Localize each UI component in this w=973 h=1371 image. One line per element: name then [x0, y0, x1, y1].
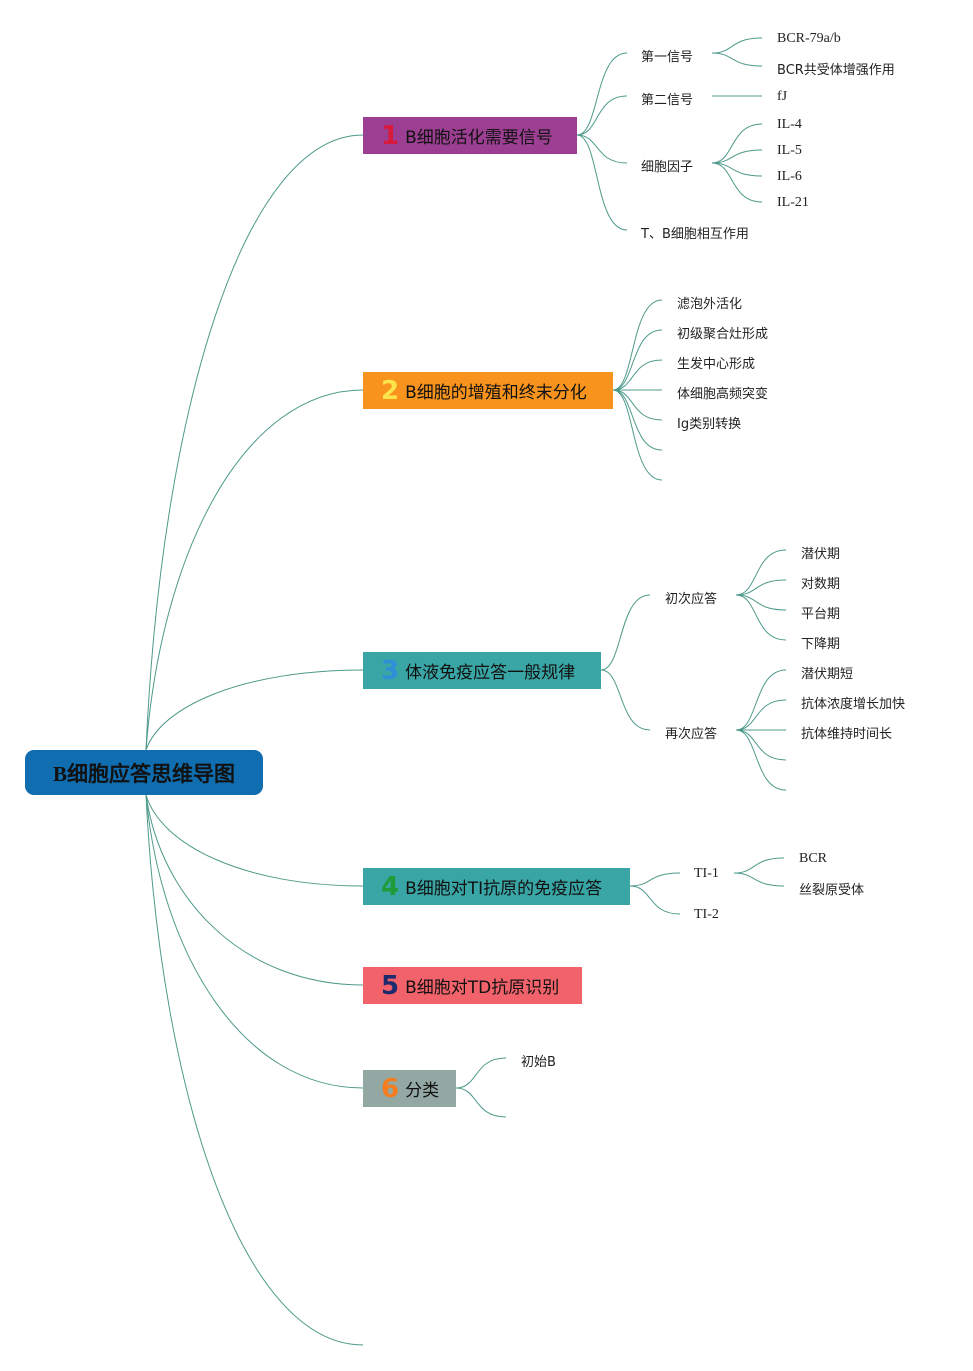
root-link-6	[145, 794, 364, 1089]
branch-5-topic[interactable]: 5 B细胞对TD抗原识别	[363, 967, 582, 1004]
tb-interaction-topic[interactable]: T、B细胞相互作用	[641, 227, 749, 242]
b4-link-ti1	[629, 872, 681, 887]
branch-3-label: 体液免疫应答一般规律	[405, 663, 576, 683]
b2-link-1	[612, 329, 663, 391]
branch-1-label: B细胞活化需要信号	[405, 128, 553, 148]
b3-secondary-link-3	[735, 729, 787, 761]
primary-response-topic[interactable]: 初次应答	[665, 592, 718, 607]
b3-secondary-link-0	[735, 669, 787, 731]
branch-1-topic[interactable]: 1 B细胞活化需要信号	[363, 117, 577, 154]
faster-increase-topic[interactable]: 抗体浓度增长加快	[801, 697, 906, 712]
b1-link-signal1	[576, 52, 628, 136]
b1-link-il21	[711, 162, 763, 203]
root-link-3	[145, 669, 364, 751]
b3-secondary-link-4	[735, 729, 787, 791]
lag-phase-topic[interactable]: 潜伏期	[801, 547, 841, 562]
longer-duration-topic[interactable]: 抗体维持时间长	[801, 727, 893, 742]
naive-b-topic[interactable]: 初始B	[521, 1055, 556, 1070]
bcr-topic[interactable]: BCR	[799, 851, 828, 866]
ti-2-topic[interactable]: TI-2	[694, 907, 719, 922]
b3-secondary-link-1	[735, 699, 787, 731]
branch-5-label: B细胞对TD抗原识别	[405, 978, 560, 998]
b3-primary-link-0	[735, 549, 787, 596]
decline-phase-topic[interactable]: 下降期	[801, 637, 841, 652]
b3-link-primary	[600, 594, 651, 671]
short-lag-topic[interactable]: 潜伏期短	[801, 667, 854, 682]
branch-6-label: 分类	[405, 1081, 440, 1101]
branch-5-number: 5	[381, 970, 400, 1001]
root-link-4	[145, 794, 364, 887]
b3-primary-link-3	[735, 594, 787, 641]
fj-topic[interactable]: fJ	[777, 89, 788, 104]
b2-link-2	[612, 359, 663, 391]
signal-2-topic[interactable]: 第二信号	[641, 93, 694, 108]
il-4-topic[interactable]: IL-4	[777, 117, 802, 132]
b1-link-bcr79	[711, 37, 763, 54]
root-topic-label: B细胞应答思维导图	[52, 761, 235, 786]
branch-4-label: B细胞对TI抗原的免疫应答	[405, 879, 603, 899]
root-link-5	[145, 794, 364, 986]
b1-link-il6	[711, 162, 763, 177]
b2-link-4	[612, 389, 663, 421]
b3-primary-link-2	[735, 594, 787, 611]
b3-primary-link-1	[735, 579, 787, 596]
extrafollicular-topic[interactable]: 滤泡外活化	[677, 297, 743, 312]
b4-link-mitogen	[733, 872, 785, 887]
somatic-hypermutation-topic[interactable]: 体细胞高频突变	[677, 387, 769, 402]
secondary-response-topic[interactable]: 再次应答	[665, 727, 718, 742]
plateau-phase-topic[interactable]: 平台期	[801, 607, 841, 622]
b1-link-tb	[576, 134, 628, 231]
branch-6-number: 6	[381, 1073, 400, 1104]
root-link-2	[145, 389, 364, 751]
b2-link-5	[612, 389, 663, 451]
b2-link-0	[612, 299, 663, 391]
root-topic[interactable]: B细胞应答思维导图	[25, 750, 263, 795]
branch-3-topic[interactable]: 3 体液免疫应答一般规律	[363, 652, 601, 689]
b4-link-ti2	[629, 885, 681, 915]
branch-2-label: B细胞的增殖和终末分化	[405, 383, 587, 403]
il-6-topic[interactable]: IL-6	[777, 169, 802, 184]
b3-link-secondary	[600, 669, 651, 731]
b2-link-6	[612, 389, 663, 481]
il-21-topic[interactable]: IL-21	[777, 195, 809, 210]
root-link-1	[145, 134, 364, 751]
b1-link-coreceptor	[711, 52, 763, 67]
germinal-center-topic[interactable]: 生发中心形成	[677, 357, 756, 372]
ti-1-topic[interactable]: TI-1	[694, 866, 719, 881]
branch-3-number: 3	[381, 655, 400, 686]
primary-focus-topic[interactable]: 初级聚合灶形成	[677, 327, 769, 342]
branch-4-number: 4	[381, 871, 400, 902]
branch-4-topic[interactable]: 4 B细胞对TI抗原的免疫应答	[363, 868, 630, 905]
signal-1-topic[interactable]: 第一信号	[641, 50, 694, 65]
mitogen-receptor-topic[interactable]: 丝裂原受体	[799, 883, 865, 898]
log-phase-topic[interactable]: 对数期	[801, 577, 841, 592]
b4-link-bcr	[733, 857, 785, 874]
root-link-7	[145, 794, 364, 1346]
b1-link-cytokine	[576, 134, 628, 164]
bcr-coreceptor-topic[interactable]: BCR共受体增强作用	[777, 63, 895, 78]
branch-2-number: 2	[381, 375, 400, 406]
b6-link-empty	[455, 1087, 507, 1118]
cytokine-topic[interactable]: 细胞因子	[641, 160, 694, 175]
il-5-topic[interactable]: IL-5	[777, 143, 802, 158]
b1-link-il4	[711, 123, 763, 164]
branch-6-topic[interactable]: 6 分类	[363, 1070, 456, 1107]
branch-2-topic[interactable]: 2 B细胞的增殖和终末分化	[363, 372, 613, 409]
b6-link-naive	[455, 1057, 507, 1089]
branch-1-number: 1	[381, 120, 400, 151]
b1-link-il5	[711, 149, 763, 164]
b1-link-signal2	[576, 95, 628, 136]
bcr-79ab-topic[interactable]: BCR-79a/b	[777, 31, 841, 46]
class-switch-topic[interactable]: Ig类别转换	[677, 417, 742, 432]
